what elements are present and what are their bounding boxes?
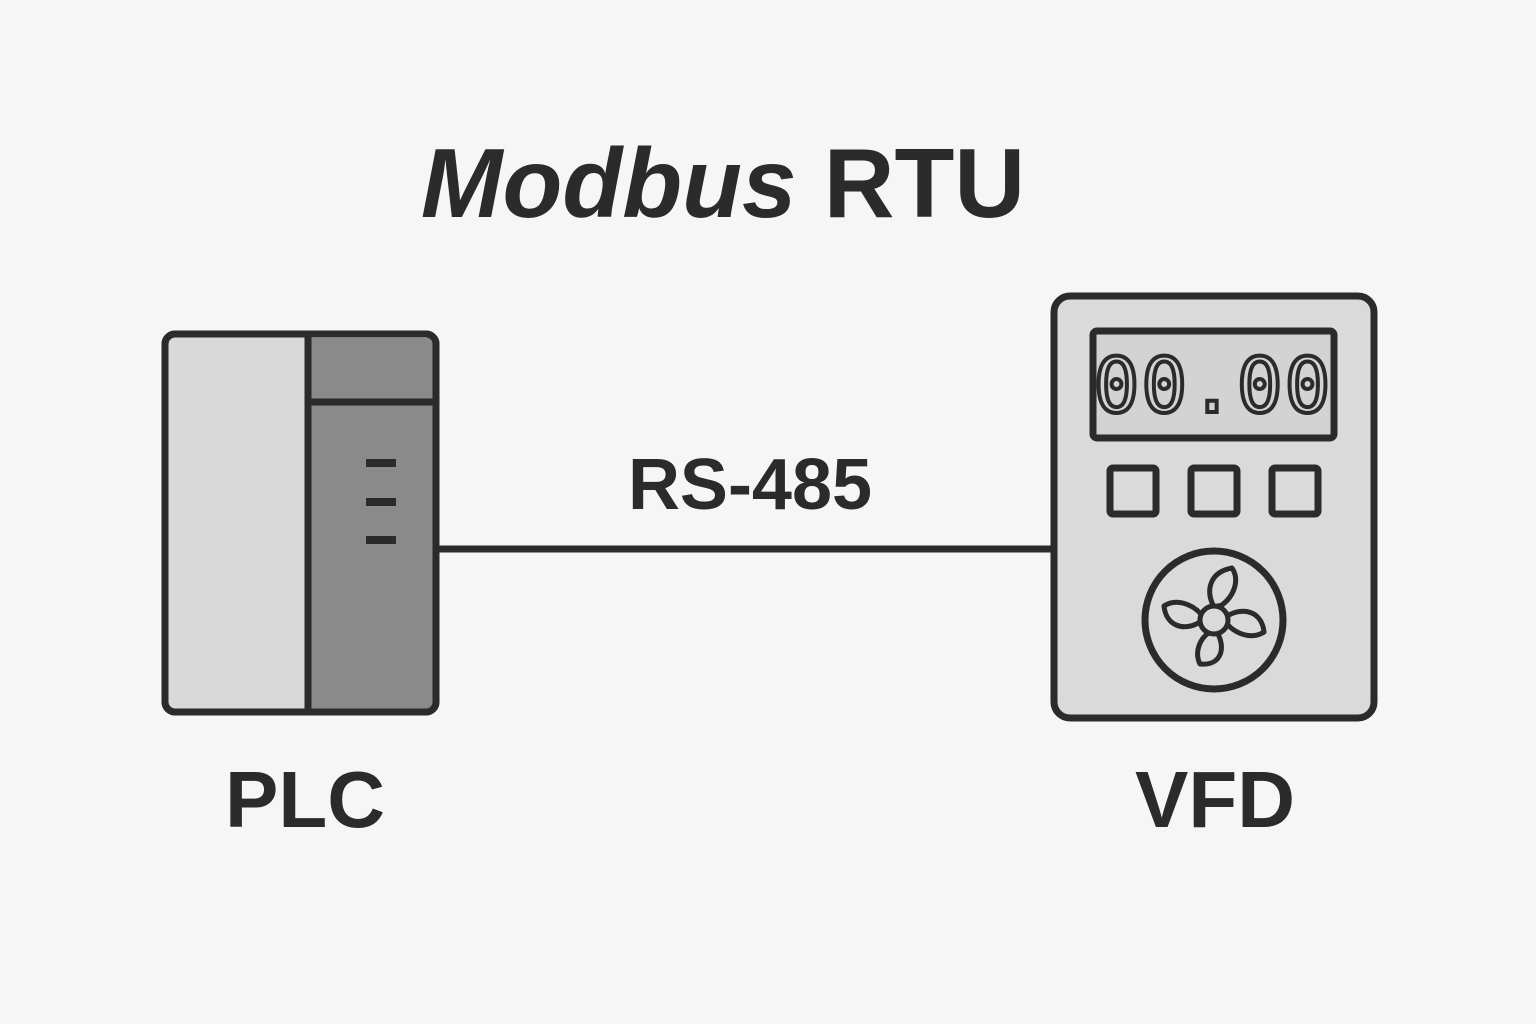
fan-icon [1141, 547, 1287, 693]
vfd-button-3 [1268, 464, 1322, 518]
plc-indicator-1 [366, 459, 396, 467]
plc-indicator-2 [366, 498, 396, 506]
plc-indicator-3 [366, 536, 396, 544]
vfd-button-2 [1187, 464, 1241, 518]
plc-module-panel [308, 338, 433, 709]
plc-icon [161, 330, 440, 716]
plc-outline [161, 330, 440, 716]
vfd-icon: 00.00 [1050, 292, 1378, 722]
vfd-button-1 [1106, 464, 1160, 518]
vfd-display-value: 00.00 [1094, 341, 1333, 430]
link-label: RS-485 [627, 445, 873, 525]
fan-hub [1197, 603, 1231, 637]
title-protocol: Modbus [420, 128, 797, 238]
diagram-title: Modbus RTU [0, 128, 1446, 238]
fan-blades [1161, 565, 1267, 667]
vfd-label: VFD [1135, 755, 1295, 844]
plc-label: PLC [225, 755, 385, 844]
vfd-display [1089, 327, 1338, 442]
title-mode: RTU [823, 128, 1026, 238]
